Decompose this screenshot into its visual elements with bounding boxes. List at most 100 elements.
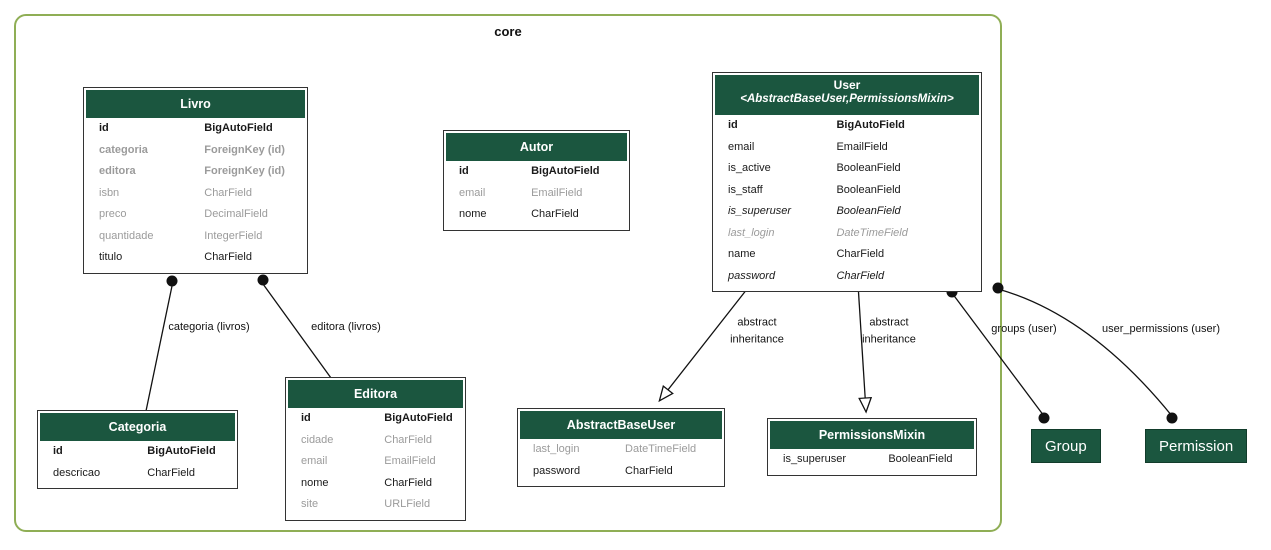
field-row: cidade CharField <box>288 430 463 452</box>
entity-autor-title: Autor <box>446 133 627 161</box>
field-type: ForeignKey (id) <box>204 143 285 156</box>
field-type: CharField <box>147 466 195 479</box>
field-type: DecimalField <box>204 208 268 220</box>
field-row: password CharField <box>715 266 979 288</box>
field-name: is_active <box>728 162 771 174</box>
field-name: password <box>728 269 776 282</box>
field-type: BigAutoField <box>531 165 600 177</box>
field-row: nome CharField <box>288 473 463 495</box>
entity-permissionsmixin: PermissionsMixin is_superuser BooleanFiel… <box>767 418 977 476</box>
node-permission: Permission <box>1145 429 1248 463</box>
field-type: BooleanField <box>836 162 901 174</box>
field-row: id BigAutoField <box>86 118 305 140</box>
field-type: BooleanField <box>836 183 901 196</box>
field-name: nome <box>459 208 487 220</box>
edge-label-abstract-inheritance-2: abstract inheritance <box>862 316 916 346</box>
field-type: BigAutoField <box>147 445 216 457</box>
edge-label-editora-livros: editora (livros) <box>311 321 381 333</box>
field-type: BigAutoField <box>836 119 905 131</box>
field-type: EmailField <box>836 140 888 153</box>
entity-categoria-title: Categoria <box>40 413 235 441</box>
field-type: ForeignKey (id) <box>204 165 285 177</box>
field-row: editora ForeignKey (id) <box>86 161 305 183</box>
field-type: URLField <box>384 498 431 510</box>
field-name: id <box>301 412 311 424</box>
field-row: last_login DateTimeField <box>520 439 722 461</box>
field-type: EmailField <box>384 455 436 467</box>
field-name: site <box>301 498 319 510</box>
edge-label-user-permissions-user: user_permissions (user) <box>1102 323 1220 335</box>
relation-dot-group <box>1038 412 1050 424</box>
node-group: Group <box>1031 429 1101 463</box>
entity-user-title-text: User <box>833 78 861 92</box>
field-name: name <box>728 248 756 260</box>
field-row: descricao CharField <box>40 463 235 485</box>
field-row: is_staff BooleanField <box>715 180 979 202</box>
field-name: id <box>99 122 109 134</box>
field-name: editora <box>99 165 136 177</box>
field-name: categoria <box>99 143 148 156</box>
entity-permissionsmixin-title: PermissionsMixin <box>770 421 974 449</box>
field-row: is_superuser BooleanField <box>715 201 979 223</box>
entity-abstractbaseuser-title: AbstractBaseUser <box>520 411 722 439</box>
field-name: email <box>459 186 486 199</box>
entity-user-subtitle: <AbstractBaseUser,PermissionsMixin> <box>740 93 954 106</box>
entity-editora-title: Editora <box>288 380 463 408</box>
field-name: id <box>728 119 738 131</box>
field-type: BigAutoField <box>204 122 273 134</box>
field-name: is_superuser <box>783 453 846 465</box>
field-row: preco DecimalField <box>86 204 305 226</box>
edge-label-abstract-inheritance-1: abstract inheritance <box>730 316 784 346</box>
field-name: quantidade <box>99 229 154 242</box>
field-name: email <box>728 140 755 153</box>
field-name: password <box>533 464 581 477</box>
field-row: nome CharField <box>446 204 627 226</box>
field-name: id <box>459 165 469 177</box>
field-row: email EmailField <box>446 183 627 205</box>
edge-label-groups-user: groups (user) <box>991 323 1057 335</box>
field-type: EmailField <box>531 186 583 199</box>
cluster-core-label: core <box>494 24 522 39</box>
field-name: descricao <box>53 466 101 479</box>
entity-autor: Autor id BigAutoField email EmailField nom… <box>443 130 630 231</box>
field-type: CharField <box>384 476 432 489</box>
field-name: is_staff <box>728 183 763 196</box>
field-name: isbn <box>99 186 120 199</box>
field-row: id BigAutoField <box>40 441 235 463</box>
field-type: IntegerField <box>204 229 263 242</box>
entity-livro-title: Livro <box>86 90 305 118</box>
field-type: CharField <box>625 464 673 477</box>
relation-dot-permission <box>1166 412 1178 424</box>
field-type: CharField <box>836 248 885 260</box>
field-row: is_superuser BooleanField <box>770 449 974 471</box>
field-name: cidade <box>301 433 334 446</box>
field-type: CharField <box>531 208 579 220</box>
field-type: CharField <box>384 433 432 446</box>
entity-categoria: Categoria id BigAutoField descricao CharFi… <box>37 410 238 489</box>
field-type: DateTimeField <box>625 443 697 455</box>
field-name: is_superuser <box>728 205 791 217</box>
field-type: BigAutoField <box>384 412 453 424</box>
field-name: titulo <box>99 251 123 263</box>
field-type: CharField <box>836 269 885 282</box>
entity-user: User <AbstractBaseUser,PermissionsMixin>… <box>712 72 982 292</box>
field-type: BooleanField <box>836 205 901 217</box>
field-row: site URLField <box>288 494 463 516</box>
field-row: password CharField <box>520 461 722 483</box>
field-name: nome <box>301 476 329 489</box>
entity-abstractbaseuser: AbstractBaseUser last_login DateTimeField… <box>517 408 725 487</box>
field-name: preco <box>99 208 127 220</box>
field-type: CharField <box>204 186 252 199</box>
field-row: quantidade IntegerField <box>86 226 305 248</box>
field-name: last_login <box>533 443 580 455</box>
field-row: isbn CharField <box>86 183 305 205</box>
field-type: DateTimeField <box>836 226 908 239</box>
field-type: BooleanField <box>888 453 953 465</box>
cluster-core: core <box>14 14 1002 532</box>
field-row: id BigAutoField <box>446 161 627 183</box>
field-name: id <box>53 445 63 457</box>
